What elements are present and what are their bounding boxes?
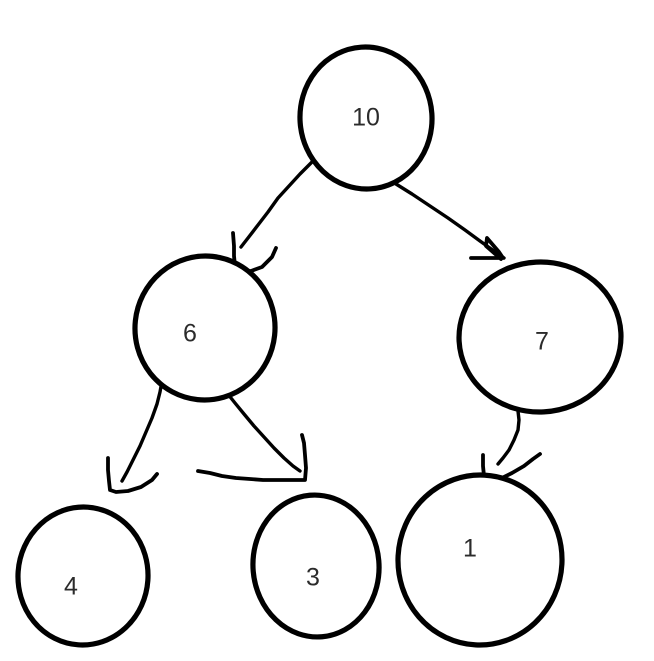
edge-6-to-3: [196, 391, 308, 482]
arrowhead-icon: [469, 236, 505, 261]
node-label: 4: [64, 573, 78, 601]
node-label: 6: [183, 320, 197, 348]
tree-node-1[interactable]: 1: [394, 471, 567, 649]
edge-line: [225, 391, 302, 473]
edge-line: [120, 379, 164, 483]
node-label: 1: [463, 535, 477, 563]
node-circle[interactable]: [455, 258, 625, 416]
edge-line: [496, 409, 521, 466]
node-circle[interactable]: [128, 249, 282, 407]
arrowhead-icon: [196, 433, 308, 482]
node-label: 10: [352, 104, 380, 132]
nodes-layer: 10 6 7 4 3 1: [13, 43, 625, 650]
tree-node-3[interactable]: 3: [247, 490, 385, 642]
node-circle[interactable]: [13, 503, 152, 650]
tree-node-4[interactable]: 4: [13, 503, 152, 650]
node-label: 3: [306, 564, 320, 592]
edge-10-to-7: [382, 174, 506, 261]
tree-node-6[interactable]: 6: [128, 249, 282, 407]
edge-line: [239, 149, 323, 249]
edge-7-to-1: [481, 409, 542, 483]
edges-layer: [106, 149, 542, 494]
arrowhead-icon: [106, 456, 159, 494]
tree-node-7[interactable]: 7: [455, 258, 625, 416]
node-circle[interactable]: [247, 490, 385, 642]
edge-10-to-6: [231, 149, 323, 273]
node-circle[interactable]: [394, 471, 567, 649]
node-label: 7: [535, 328, 549, 356]
edge-6-to-4: [106, 379, 164, 494]
tree-node-10[interactable]: 10: [295, 43, 437, 194]
node-circle[interactable]: [295, 43, 437, 194]
